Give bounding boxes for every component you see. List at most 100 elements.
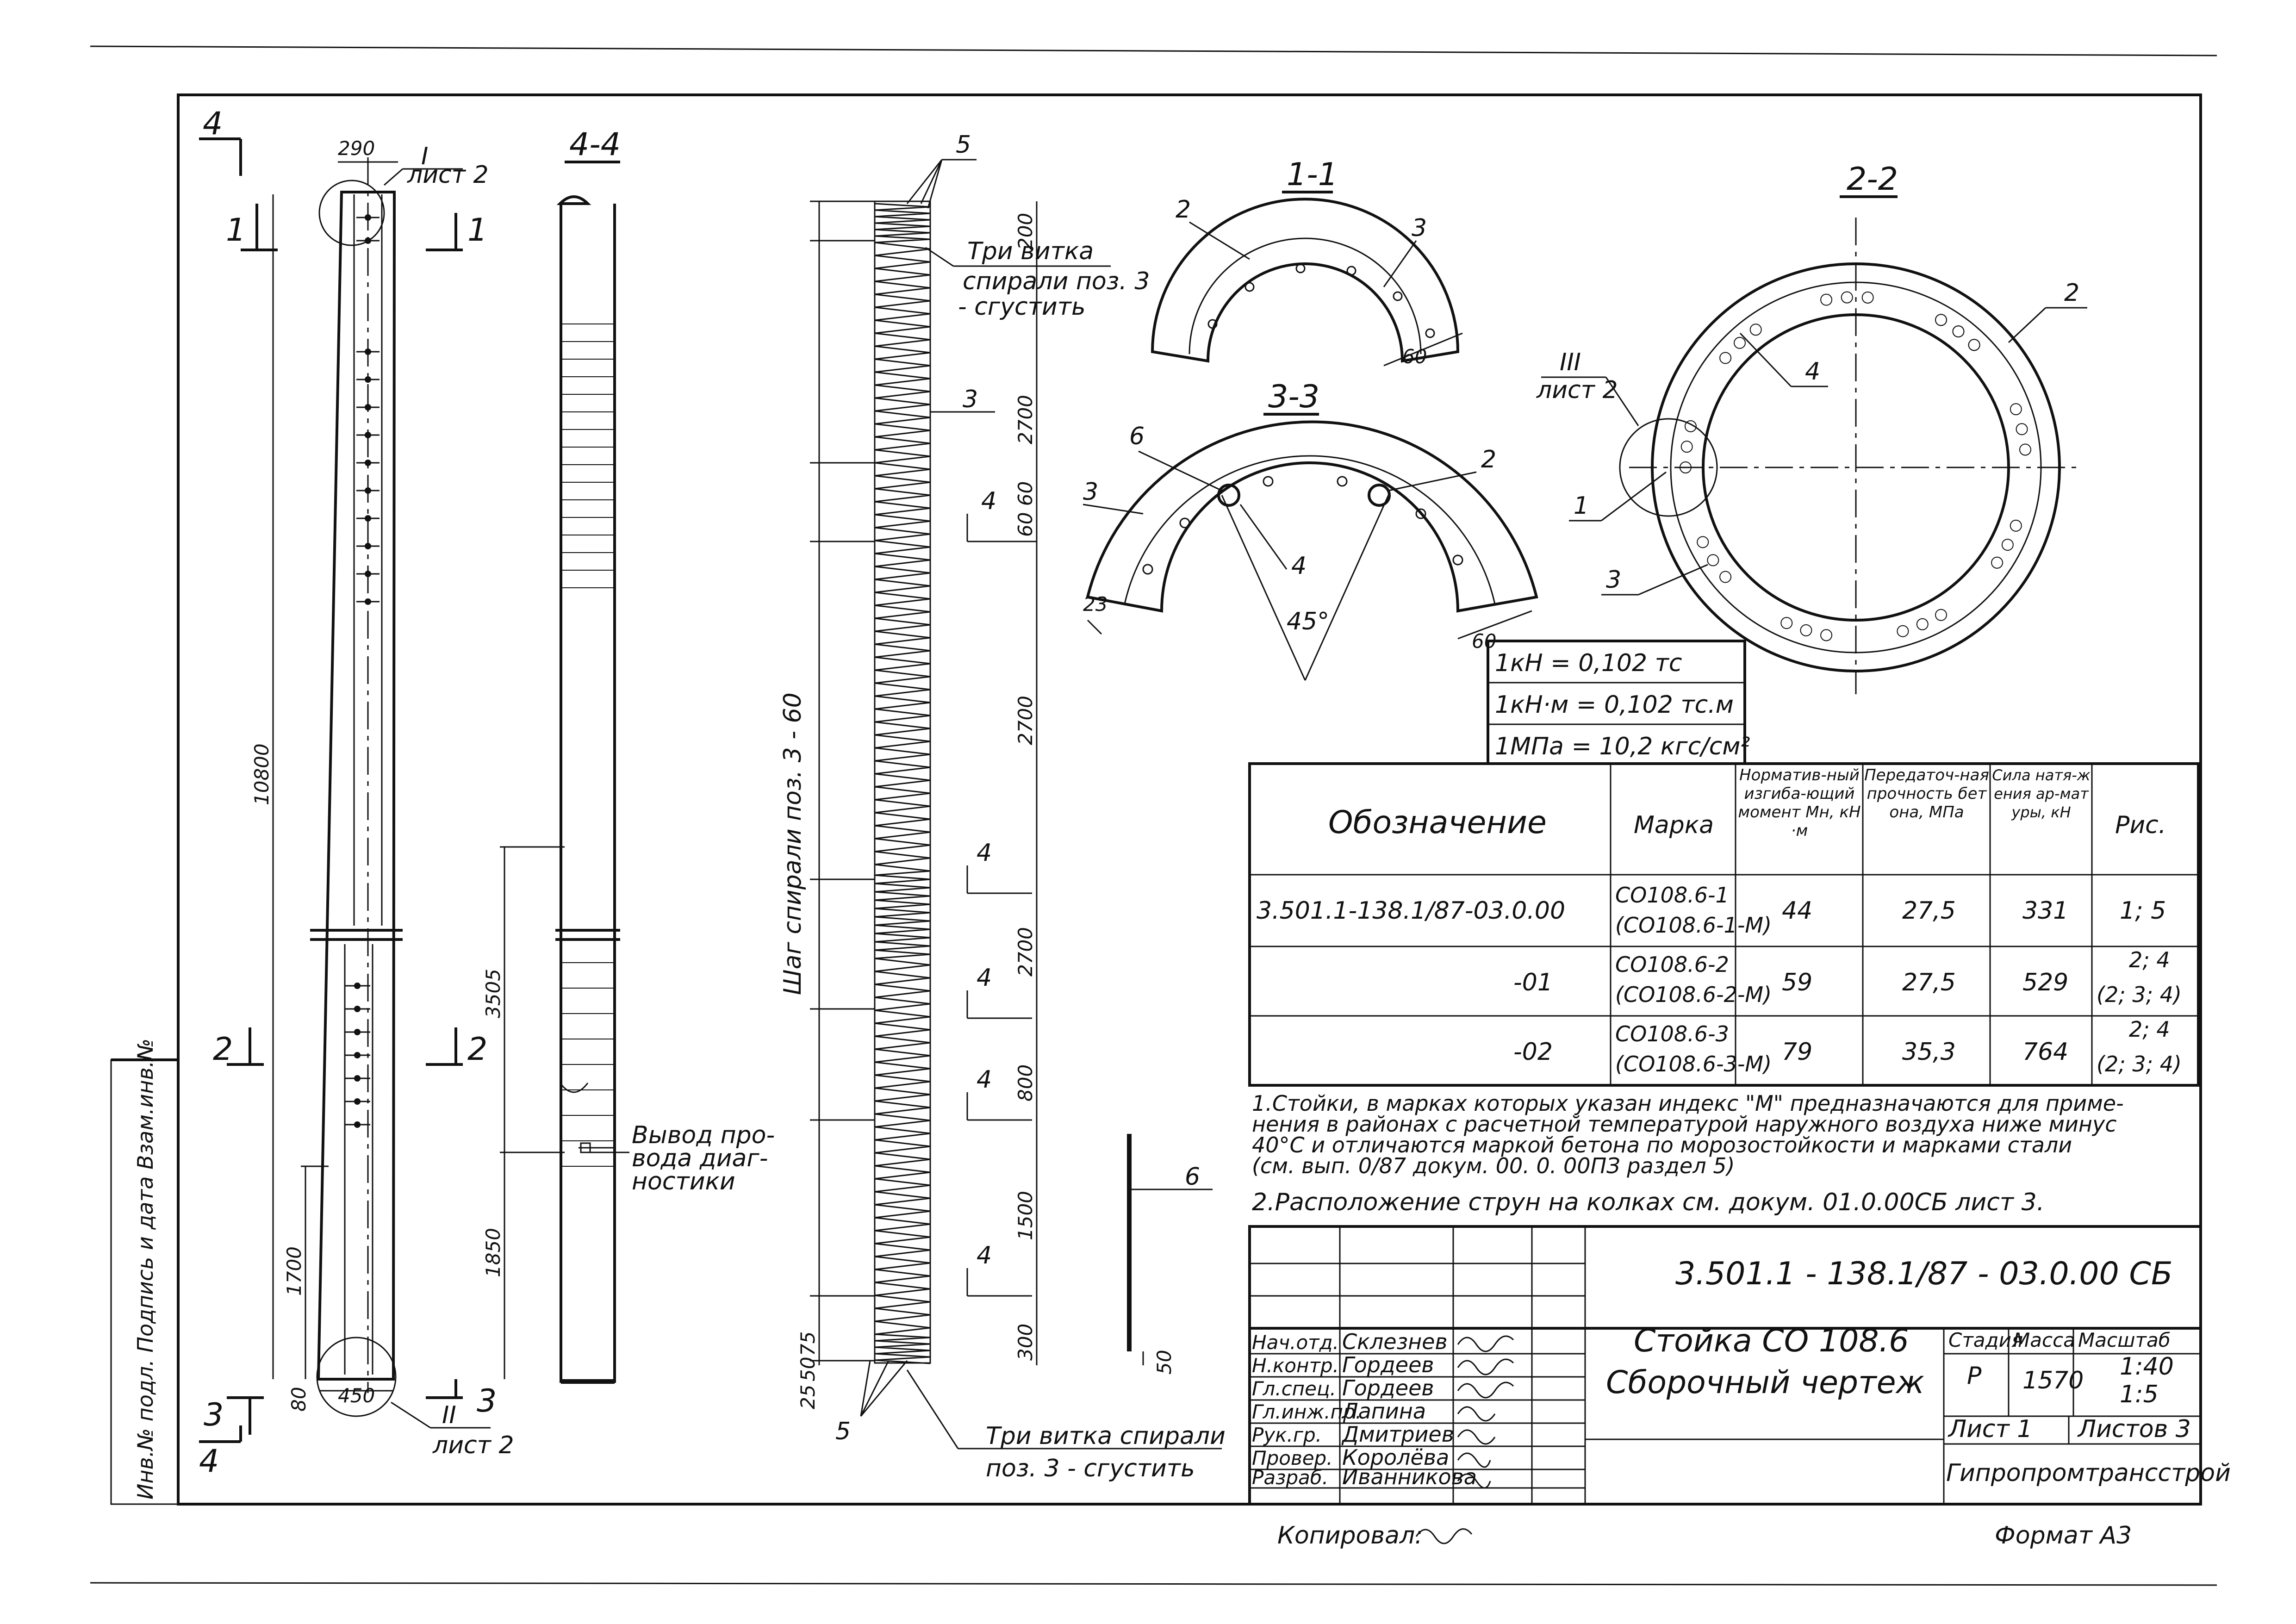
svg-text:4: 4 (1805, 358, 1820, 386)
svg-text:450: 450 (338, 1384, 375, 1407)
svg-text:25: 25 (796, 1385, 819, 1409)
spiral-pitch-label: Шаг спирали поз. 3 - 60 (779, 692, 807, 995)
svg-text:40°С и отличаются маркой бетон: 40°С и отличаются маркой бетона по мороз… (1252, 1132, 2072, 1157)
section-3-3: 3-3 45° 6 3 2 4 23 60 (1083, 379, 1538, 681)
svg-text:Нач.отд.: Нач.отд. (1252, 1331, 1339, 1354)
callout-detail-II: II лист 2 (391, 1401, 514, 1459)
svg-text:331: 331 (2022, 897, 2068, 925)
section-mark-1: 1 1 (226, 204, 487, 251)
section-2-2: 2-2 III лист 2 2 4 1 3 (1536, 161, 2087, 694)
svg-text:3: 3 (204, 1397, 224, 1433)
svg-text:Склезнев: Склезнев (1342, 1329, 1448, 1354)
svg-text:4: 4 (977, 1242, 992, 1269)
svg-text:1; 5: 1; 5 (2120, 897, 2166, 925)
svg-text:-01: -01 (1513, 969, 1553, 996)
svg-text:6: 6 (1185, 1163, 1200, 1191)
svg-text:Три витка: Три витка (967, 237, 1094, 265)
elevation-dimensions: 290 450 10800 1700 80 (250, 137, 398, 1412)
svg-text:1:40: 1:40 (2120, 1353, 2174, 1381)
header-moment: Норматив-ный изгиба-ющий момент Мн, кН·м (1738, 766, 1861, 840)
svg-text:1-1: 1-1 (1287, 156, 1338, 193)
svg-text:Гордеев: Гордеев (1342, 1352, 1434, 1377)
header-designation: Обозначение (1328, 804, 1547, 841)
copied-label: Копировал: (1277, 1522, 1423, 1549)
svg-text:2700: 2700 (1014, 927, 1037, 977)
section-2-2-strands (1680, 291, 2031, 641)
svg-text:3.501.1-138.1/87-03.0.00: 3.501.1-138.1/87-03.0.00 (1257, 897, 1565, 925)
svg-text:вода диаг-: вода диаг- (632, 1145, 768, 1172)
svg-text:4: 4 (1291, 552, 1307, 580)
svg-text:2: 2 (2064, 279, 2079, 307)
header-strength: Передаточ-ная прочность бетона, МПа (1864, 766, 1989, 821)
svg-text:75: 75 (796, 1332, 819, 1356)
svg-text:1: 1 (1574, 492, 1589, 520)
svg-text:50: 50 (1153, 1350, 1176, 1375)
diagnostic-lead-note: Вывод про- вода диаг- ностики (590, 1121, 775, 1195)
units-box: 1кН = 0,102 тс 1кН·м = 0,102 тс.м 1МПа =… (1487, 640, 1750, 765)
svg-text:Рук.гр.: Рук.гр. (1252, 1424, 1322, 1446)
svg-text:I: I (421, 143, 428, 170)
svg-text:Разраб.: Разраб. (1252, 1466, 1328, 1489)
svg-text:III: III (1560, 348, 1581, 376)
svg-text:2; 4: 2; 4 (2129, 947, 2170, 972)
svg-text:764: 764 (2022, 1038, 2068, 1066)
signatures (1457, 1335, 1514, 1489)
svg-text:ностики: ностики (632, 1168, 735, 1195)
svg-text:1850: 1850 (482, 1228, 504, 1277)
svg-text:4: 4 (977, 964, 992, 992)
svg-text:5: 5 (956, 131, 971, 159)
svg-text:4: 4 (977, 1066, 992, 1094)
table-row: -02 СО108.6-3 (СО108.6-3-М) 79 35,3 764 … (1513, 1017, 2182, 1076)
header-mark: Марка (1634, 811, 1714, 839)
svg-text:2700: 2700 (1014, 696, 1037, 745)
svg-text:Гордеев: Гордеев (1342, 1375, 1434, 1400)
svg-text:Королёва: Королёва (1342, 1445, 1449, 1470)
section-mark-4-bottom: 4 (199, 1425, 242, 1480)
svg-text:Листов 3: Листов 3 (2077, 1415, 2191, 1443)
svg-text:1: 1 (467, 212, 487, 249)
svg-text:Стадия: Стадия (1948, 1329, 2023, 1351)
svg-text:2-2: 2-2 (1847, 161, 1898, 198)
svg-text:лист 2: лист 2 (407, 161, 489, 189)
spiral-bottom-note: 5 Три витка спирали поз. 3 - сгустить (835, 1360, 1226, 1482)
section-1-1: 1-1 2 3 60 (1151, 156, 1463, 368)
doc-code: 3.501.1 - 138.1/87 - 03.0.00 СБ (1675, 1256, 2173, 1292)
svg-text:II: II (442, 1401, 456, 1429)
svg-text:СО108.6-1: СО108.6-1 (1615, 883, 1729, 908)
svg-text:(СО108.6-2-М): (СО108.6-2-М) (1615, 982, 1772, 1007)
svg-text:Три витка спирали: Три витка спирали (986, 1422, 1226, 1450)
svg-text:79: 79 (1782, 1038, 1812, 1066)
svg-text:Дмитриев: Дмитриев (1341, 1422, 1454, 1447)
svg-text:300: 300 (1014, 1324, 1037, 1361)
svg-text:- сгустить: - сгустить (958, 293, 1086, 321)
prestressing-strands-upper (353, 194, 383, 926)
spiral-bottom-dims: 25 50 75 (796, 1332, 819, 1409)
signer-rows: Нач.отд. Склезнев Н.контр. Гордеев Гл.сп… (1252, 1329, 1477, 1489)
svg-text:Вывод про-: Вывод про- (632, 1121, 775, 1149)
table-row: -01 СО108.6-2 (СО108.6-2-М) 59 27,5 529 … (1513, 947, 2182, 1007)
svg-text:Н.контр.: Н.контр. (1252, 1354, 1339, 1377)
svg-text:Р: Р (1967, 1362, 1982, 1390)
detail-circle-top (318, 180, 385, 246)
svg-text:лист 2: лист 2 (1536, 376, 1618, 404)
svg-text:СО108.6-3: СО108.6-3 (1615, 1021, 1729, 1046)
svg-text:1МПа = 10,2 кгс/см²: 1МПа = 10,2 кгс/см² (1495, 733, 1750, 760)
section-3-3-strands (1142, 476, 1463, 575)
section-1-1-strands (1207, 263, 1435, 338)
svg-text:4-4: 4-4 (569, 126, 621, 163)
svg-text:5: 5 (835, 1418, 851, 1445)
organization: Гипропромтрансстрой (1946, 1459, 2231, 1487)
svg-text:Лапина: Лапина (1341, 1399, 1426, 1424)
svg-text:27,5: 27,5 (1902, 969, 1956, 996)
detail-circle-III (1619, 418, 1718, 517)
diagnostic-lead-arc (559, 1083, 589, 1093)
svg-text:23: 23 (1083, 593, 1108, 616)
svg-text:44: 44 (1782, 897, 1812, 925)
svg-text:СО108.6-2: СО108.6-2 (1615, 952, 1729, 977)
svg-text:1кН·м = 0,102 тс.м: 1кН·м = 0,102 тс.м (1495, 691, 1734, 719)
svg-text:1:5: 1:5 (2120, 1381, 2159, 1408)
svg-text:529: 529 (2022, 969, 2068, 996)
svg-text:800: 800 (1014, 1064, 1037, 1101)
svg-text:нения в районах с расчетной те: нения в районах с расчетной температурой… (1252, 1112, 2117, 1137)
